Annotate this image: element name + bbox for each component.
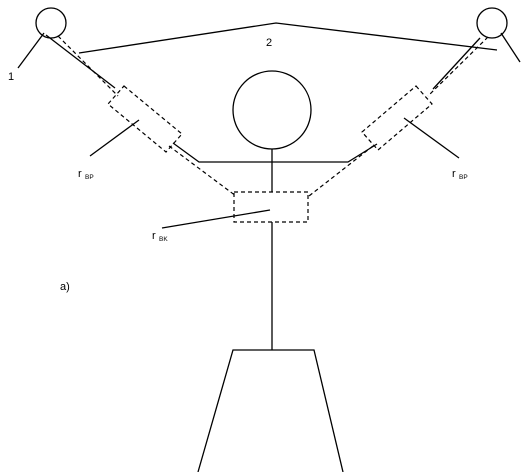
right-pulley <box>477 8 507 38</box>
r-center-symbol: r <box>152 230 156 242</box>
r-center-subscript: BK <box>159 236 168 243</box>
left-upper-arm <box>46 35 115 88</box>
left-force-box <box>108 86 182 152</box>
center-force-box <box>234 192 308 222</box>
r-left-symbol: r <box>78 168 82 180</box>
r-right-subscript: BP <box>459 174 468 181</box>
point-1-leader <box>18 33 44 68</box>
right-pulley-stub <box>501 33 520 62</box>
point-2-label: 2 <box>266 37 272 49</box>
r-right-symbol: r <box>452 168 456 180</box>
top-cable <box>79 23 497 53</box>
head <box>233 71 311 149</box>
shoulder-line <box>173 143 377 162</box>
right-force-box <box>362 86 432 150</box>
r-left-leader <box>90 120 139 156</box>
r-left-subscript: BP <box>85 174 94 181</box>
right-lower-dashed <box>309 146 373 196</box>
left-pulley <box>36 8 66 38</box>
base-trapezoid <box>198 350 343 472</box>
left-cable-dashed <box>58 36 118 96</box>
left-lower-dashed <box>169 146 236 196</box>
r-right-leader <box>404 118 459 158</box>
r-center-leader <box>162 210 270 228</box>
point-1-label: 1 <box>8 71 14 83</box>
panel-label: a) <box>60 281 70 293</box>
